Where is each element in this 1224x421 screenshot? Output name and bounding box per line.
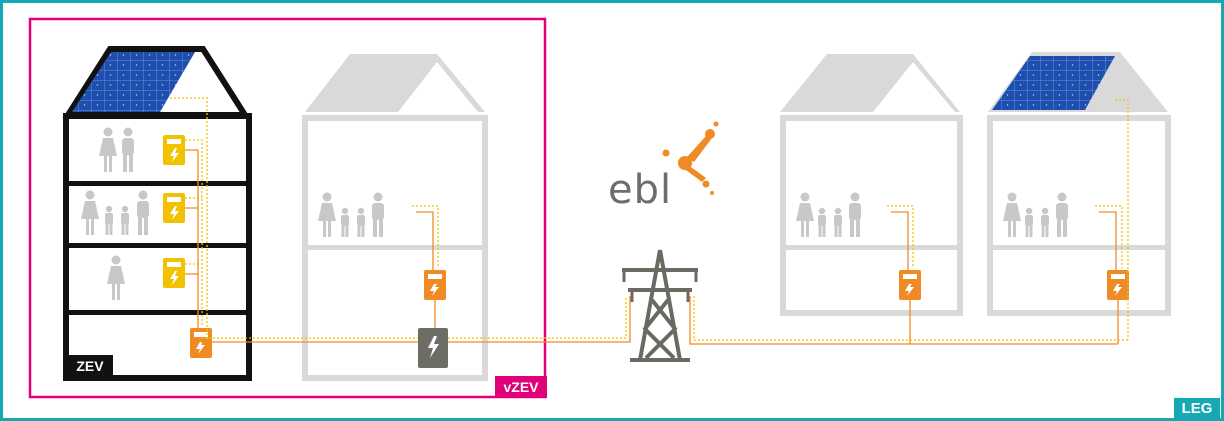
sub-meter-icon [163,135,185,165]
solar-panel-icon [992,56,1115,110]
house-2-floor-divider [302,245,488,250]
sub-meter-icon [163,258,185,288]
house-4-floor-divider [987,245,1171,250]
smart-meter-icon [190,328,212,358]
vzev-boundary [28,17,547,399]
house-1-floor-divider [63,243,252,248]
smart-meter-icon [424,270,446,300]
house-2-roof-gable [398,62,478,112]
house-4-wiring [1095,99,1129,344]
leg-label: LEG [1174,398,1220,419]
ebl-logo-text: ebl [608,167,673,213]
house-1-zev [62,46,252,381]
house-3-floor-divider [780,245,963,250]
smart-meter-icon [899,270,921,300]
vzev-label: vZEV [495,376,547,398]
ebl-logo-icon [662,121,719,195]
people-icon [1003,192,1068,237]
house-3-wiring [887,205,914,344]
house-3-body [780,115,963,316]
grid-connection-icon [418,328,448,368]
zev-label: ZEV [67,355,113,377]
house-1-floor-divider [63,181,252,186]
house-3 [780,54,963,344]
house-1-wiring [170,97,208,340]
sub-meter-icon [163,193,185,223]
power-pylon-icon [622,249,698,362]
grid-wiring [201,296,1128,345]
house-4-body [987,115,1171,316]
house-3-roof-gable [873,62,955,112]
house-4 [987,52,1171,344]
solar-panel-icon [72,52,195,112]
people-icon [318,192,384,237]
house-1-floor-divider [63,310,252,315]
house-2-wiring [412,205,439,328]
smart-meter-icon [1107,270,1129,300]
people-icon [796,192,861,237]
house-2 [302,54,488,381]
